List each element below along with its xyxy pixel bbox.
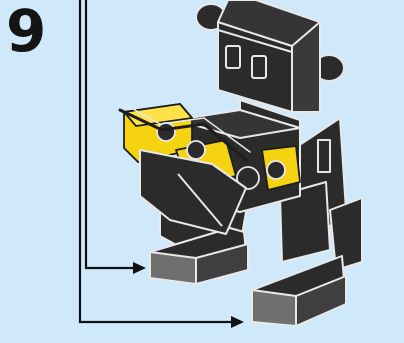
arrow-head-lower [231, 316, 244, 328]
robot-head [218, 0, 320, 112]
arrow-head-upper [133, 262, 146, 274]
